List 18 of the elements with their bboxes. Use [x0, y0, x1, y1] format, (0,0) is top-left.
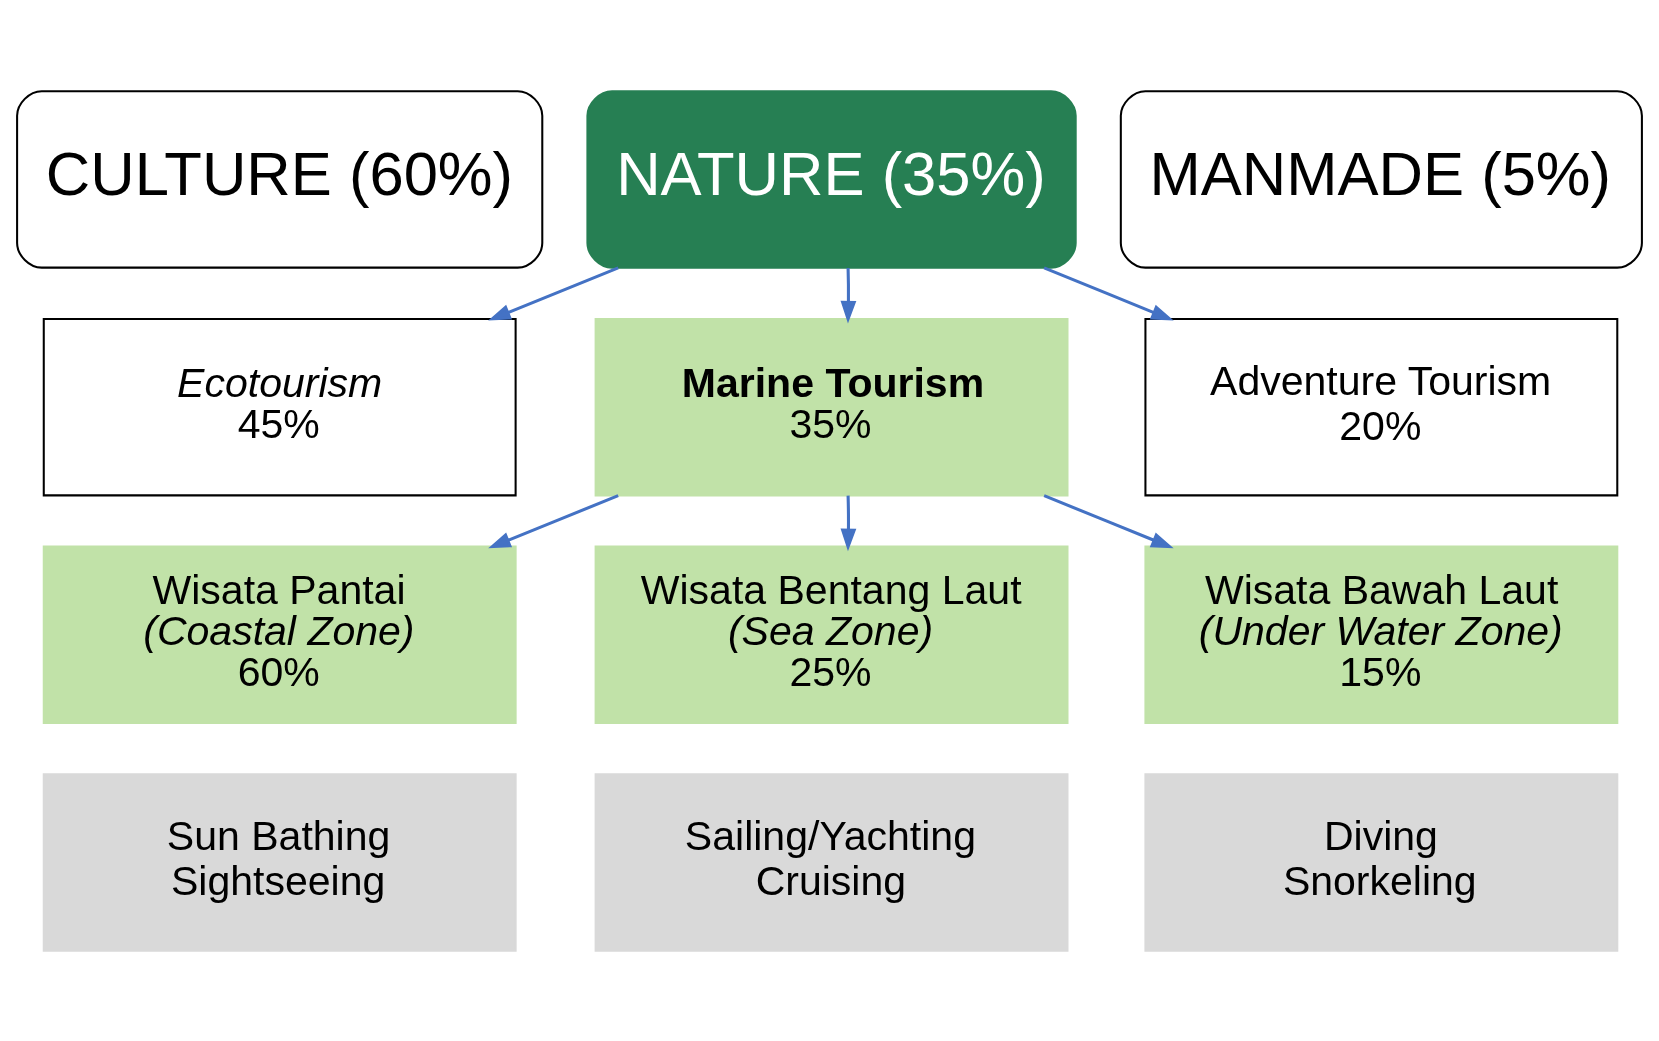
node-box: MANMADE (5%): [1119, 89, 1643, 269]
node-box: Marine Tourism 35%: [594, 317, 1069, 496]
arrow: [1043, 266, 1174, 321]
node-box: Adventure Tourism 20%: [1144, 317, 1619, 496]
arrow: [840, 495, 857, 551]
node-box: Wisata Bentang Laut (Sea Zone) 25%: [594, 545, 1069, 724]
node-box: Ecotourism 45%: [42, 317, 517, 496]
arrow: [840, 267, 857, 323]
node-box: CULTURE (60%): [16, 89, 544, 269]
arrow: [1043, 493, 1174, 548]
node-box: Sun Bathing Sightseeing: [42, 772, 517, 952]
node-box: Diving Snorkeling: [1144, 772, 1619, 952]
node-box: Wisata Pantai (Coastal Zone) 60%: [42, 545, 517, 724]
arrow: [488, 266, 619, 321]
node-box: Sailing/Yachting Cruising: [594, 772, 1069, 952]
node-box: Wisata Bawah Laut (Under Water Zone) 15%: [1144, 545, 1619, 724]
arrow: [488, 493, 619, 548]
node-box: NATURE (35%): [586, 89, 1077, 269]
